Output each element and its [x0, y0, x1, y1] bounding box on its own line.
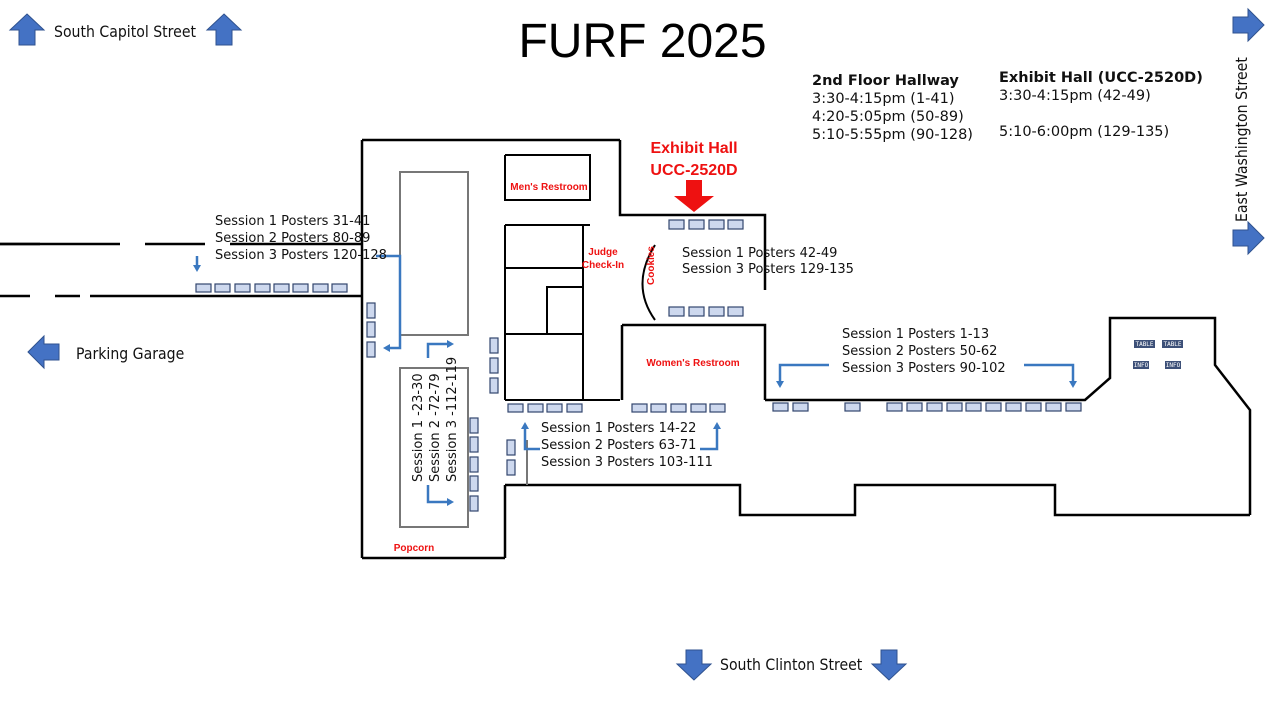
poster-label: Session 3 Posters 129-135	[682, 262, 854, 277]
poster-row-center	[489, 337, 726, 476]
page-title: FURF 2025	[518, 15, 767, 68]
info-tables: TABLE TABLE INFO INFO	[1133, 340, 1183, 369]
poster-label: Session 3 -112-119	[445, 357, 460, 482]
cookies-label: Cookies	[646, 246, 657, 285]
schedule-time: 3:30-4:15pm (42-49)	[999, 88, 1151, 104]
womens-restroom-label: Women's Restroom	[646, 358, 739, 369]
schedule-time: 4:20-5:05pm (50-89)	[812, 109, 964, 125]
street-label-south: South Clinton Street	[720, 655, 863, 674]
poster-row-west-hall	[195, 283, 376, 358]
street-label-north: South Capitol Street	[54, 22, 197, 41]
arrow-up-icon	[205, 13, 243, 46]
arrow-down-icon	[675, 649, 713, 681]
exhibit-hall-label: Exhibit Hall	[650, 140, 737, 157]
exhibit-hall-room: UCC-2520D	[650, 162, 737, 179]
popcorn-label: Popcorn	[394, 543, 435, 554]
judge-checkin-label-2: Check-In	[582, 260, 624, 271]
poster-label: Session 1 Posters 14-22	[541, 421, 696, 436]
schedule-exhibit-heading: Exhibit Hall (UCC-2520D)	[999, 70, 1203, 86]
poster-labels: Session 1 Posters 31-41 Session 2 Poster…	[215, 214, 1006, 482]
table-tag: TABLE	[1163, 341, 1181, 348]
poster-label: Session 1 Posters 1-13	[842, 327, 989, 342]
poster-label: Session 1 -23-30	[411, 373, 426, 482]
exhibit-arrow-icon	[674, 180, 714, 212]
mens-restroom-label: Men's Restroom	[510, 182, 588, 193]
schedule-time: 5:10-5:55pm (90-128)	[812, 127, 973, 143]
building-walls	[0, 138, 1252, 560]
poster-label: Session 1 Posters 42-49	[682, 246, 837, 261]
info-tag: INFO	[1134, 362, 1149, 369]
poster-row-east-hall	[772, 402, 1082, 412]
judge-checkin-label: Judge	[588, 247, 618, 258]
schedule-time: 5:10-6:00pm (129-135)	[999, 124, 1170, 140]
poster-row-exhibit	[668, 219, 744, 317]
table-tag: TABLE	[1135, 341, 1153, 348]
poster-boards	[195, 219, 1082, 512]
poster-label: Session 1 Posters 31-41	[215, 214, 370, 229]
arrow-right-icon	[1232, 7, 1265, 43]
arrow-left-icon	[27, 334, 60, 370]
poster-label: Session 2 Posters 80-89	[215, 231, 370, 246]
poster-label: Session 3 Posters 90-102	[842, 361, 1006, 376]
schedule-hallway: 2nd Floor Hallway 3:30-4:15pm (1-41) 4:2…	[812, 72, 973, 144]
poster-label: Session 3 Posters 103-111	[541, 455, 713, 470]
info-tag: INFO	[1166, 362, 1181, 369]
poster-label: Session 2 -72-79	[428, 373, 443, 482]
schedule-exhibit: Exhibit Hall (UCC-2520D) 3:30-4:15pm (42…	[999, 69, 1203, 141]
street-label-west: Parking Garage	[76, 344, 185, 363]
poster-label: Session 2 Posters 50-62	[842, 344, 997, 359]
poster-row-vertical	[469, 417, 479, 512]
arrow-right-icon	[1232, 220, 1265, 256]
poster-label: Session 3 Posters 120-128	[215, 248, 387, 263]
schedule-time: 3:30-4:15pm (1-41)	[812, 91, 955, 107]
arrow-up-icon	[8, 13, 46, 46]
schedule-hallway-heading: 2nd Floor Hallway	[812, 73, 959, 89]
route-arrows	[193, 180, 1077, 506]
arrow-down-icon	[870, 649, 908, 681]
poster-label: Session 2 Posters 63-71	[541, 438, 696, 453]
